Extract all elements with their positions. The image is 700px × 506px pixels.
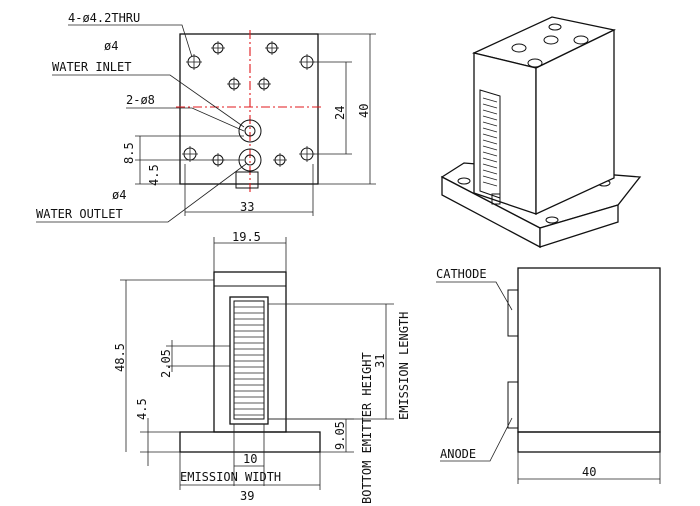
iso-emitter-stripes [482, 97, 498, 187]
side-view: CATHODE ANODE 40 [436, 267, 661, 484]
top-view-tab [235, 171, 259, 189]
iso-top-hole [527, 58, 543, 68]
dim-total-height-label: 48.5 [113, 343, 127, 372]
dim-width-label: 33 [240, 200, 254, 214]
counterbore-leader [126, 107, 245, 132]
mounting-hole [299, 146, 315, 162]
front-view: 19.5 48.5 2.05 4.5 10 EMISSION WIDTH 39 … [113, 230, 411, 504]
small-hole [227, 77, 241, 91]
iso-top-hole [511, 43, 527, 53]
front-view-body [213, 271, 287, 433]
emission-width-text: EMISSION WIDTH [180, 470, 281, 484]
side-view-base [517, 431, 661, 453]
water-outlet-dia-label: ø4 [112, 188, 126, 202]
iso-base-side [539, 204, 619, 248]
dim-emission-length-label: 31 [373, 354, 387, 368]
iso-body-side [535, 28, 615, 216]
counterbore-label: 2-ø8 [126, 93, 155, 107]
small-hole [273, 153, 287, 167]
isometric-view [440, 16, 642, 249]
dim-emission-width-label: 10 [243, 452, 257, 466]
iso-base-hole [457, 177, 471, 185]
dim-8-5-label: 8.5 [122, 142, 136, 164]
water-outlet-leader [36, 163, 247, 223]
iso-top-hole [543, 35, 559, 45]
dim-4-5-label: 4.5 [147, 164, 161, 186]
water-inlet-label: WATER INLET [52, 60, 131, 74]
water-outlet-label: WATER OUTLET [36, 207, 123, 221]
iso-top-hole [573, 35, 589, 45]
cathode-leader [436, 281, 513, 311]
side-view-body [517, 267, 661, 433]
mounting-holes-leader [68, 24, 193, 58]
dim-base-4-5-label: 4.5 [135, 398, 149, 420]
dim-top-width-label: 19.5 [232, 230, 261, 244]
front-view-base [179, 431, 321, 453]
bottom-emitter-height-text: BOTTOM EMITTER HEIGHT [360, 352, 374, 504]
iso-base-hole [545, 216, 559, 224]
top-view: 4-ø4.2THRU ø4 WATER INLET 2-ø8 ø4 WATER … [36, 11, 376, 223]
small-hole [257, 77, 271, 91]
small-hole [211, 41, 225, 55]
mounting-hole [299, 54, 315, 70]
water-inlet-port [238, 119, 262, 143]
iso-top-hole [548, 23, 562, 31]
dim-9-05-label: 9.05 [333, 421, 347, 450]
dim-height-label: 40 [357, 104, 371, 118]
cathode-label: CATHODE [436, 267, 487, 281]
cathode-terminal [507, 289, 519, 337]
water-inlet-leader [52, 74, 245, 128]
top-view-body [179, 33, 319, 185]
small-hole [265, 41, 279, 55]
emitter-bar [233, 300, 265, 420]
dim-base-width-label: 39 [240, 489, 254, 503]
mounting-hole [186, 54, 202, 70]
emitter-stripes [234, 306, 264, 416]
anode-label: ANODE [440, 447, 476, 461]
emission-length-text: EMISSION LENGTH [397, 312, 411, 420]
iso-front-tab [491, 193, 501, 205]
emitter-window [229, 296, 269, 425]
anode-terminal [507, 381, 519, 429]
water-inlet-dia-label: ø4 [104, 39, 118, 53]
anode-leader [440, 417, 513, 462]
dim-depth-label: 40 [582, 465, 596, 479]
mounting-holes-label: 4-ø4.2THRU [68, 11, 140, 25]
dim-spacing-label: 24 [333, 106, 347, 120]
dim-2-05-label: 2.05 [159, 349, 173, 378]
iso-body-front [473, 52, 537, 215]
